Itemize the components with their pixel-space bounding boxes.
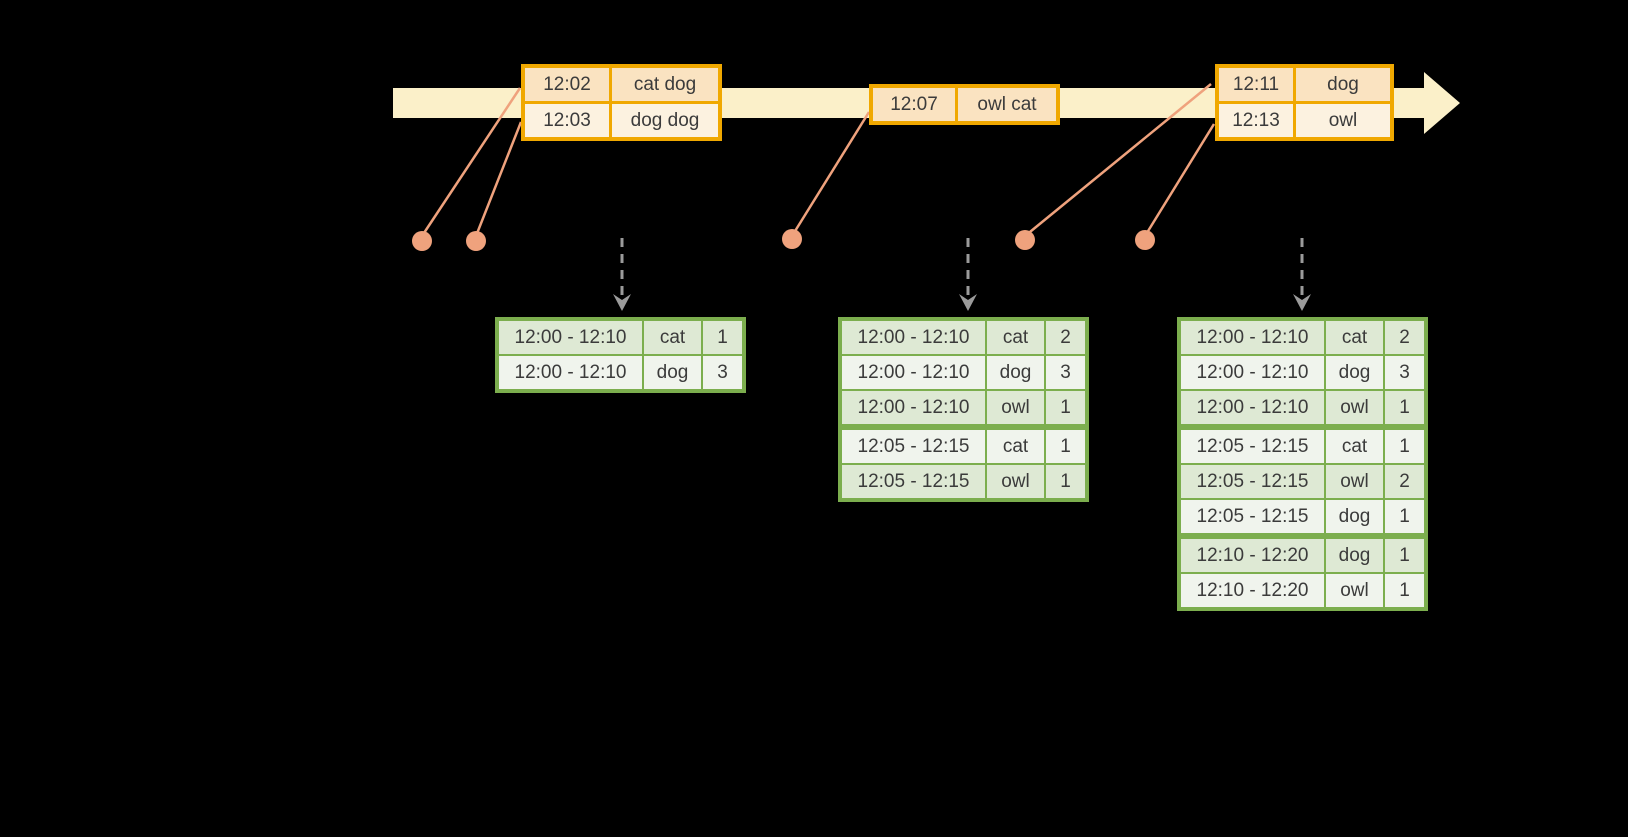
event-words-cell: owl cat bbox=[958, 88, 1056, 121]
event-dot-icon bbox=[1015, 230, 1035, 250]
result-count-cell: 1 bbox=[1385, 539, 1424, 572]
event-time-cell: 12:03 bbox=[525, 104, 609, 137]
result-count-cell: 2 bbox=[1385, 321, 1424, 354]
result-word-cell: owl bbox=[987, 391, 1044, 424]
event-dot-icon bbox=[782, 229, 802, 249]
connector-line bbox=[420, 87, 522, 237]
event-words-cell: cat dog bbox=[612, 68, 718, 101]
result-window-cell: 12:05 - 12:15 bbox=[1181, 430, 1324, 463]
result-count-cell: 2 bbox=[1046, 321, 1085, 354]
result-count-cell: 1 bbox=[1385, 391, 1424, 424]
result-word-cell: owl bbox=[1326, 391, 1383, 424]
result-count-cell: 1 bbox=[1385, 430, 1424, 463]
event-words-cell: dog dog bbox=[612, 104, 718, 137]
result-word-cell: owl bbox=[1326, 465, 1383, 498]
result-window-cell: 12:00 - 12:10 bbox=[1181, 391, 1324, 424]
event-dot-icon bbox=[412, 231, 432, 251]
result-word-cell: cat bbox=[987, 321, 1044, 354]
result-word-cell: owl bbox=[1326, 574, 1383, 607]
trigger-arrow-icon bbox=[959, 238, 977, 311]
result-count-cell: 3 bbox=[1046, 356, 1085, 389]
timeline-arrowhead-icon bbox=[1424, 72, 1460, 134]
event-words-cell: dog bbox=[1296, 68, 1390, 101]
result-window-cell: 12:05 - 12:15 bbox=[842, 465, 985, 498]
result-count-cell: 3 bbox=[1385, 356, 1424, 389]
result-word-cell: dog bbox=[987, 356, 1044, 389]
result-window-cell: 12:05 - 12:15 bbox=[842, 430, 985, 463]
result-count-cell: 1 bbox=[1385, 574, 1424, 607]
connector-line bbox=[474, 121, 523, 237]
event-time-cell: 12:07 bbox=[873, 88, 955, 121]
result-count-cell: 1 bbox=[1046, 465, 1085, 498]
connector-line bbox=[1143, 123, 1216, 237]
result-word-cell: cat bbox=[987, 430, 1044, 463]
result-word-cell: dog bbox=[644, 356, 701, 389]
result-window-cell: 12:05 - 12:15 bbox=[1181, 465, 1324, 498]
result-count-cell: 1 bbox=[703, 321, 742, 354]
result-count-cell: 1 bbox=[1046, 391, 1085, 424]
trigger-arrow-icon bbox=[1293, 238, 1311, 311]
result-word-cell: cat bbox=[1326, 321, 1383, 354]
result-word-cell: dog bbox=[1326, 539, 1383, 572]
event-dot-icon bbox=[1135, 230, 1155, 250]
result-window-cell: 12:00 - 12:10 bbox=[1181, 356, 1324, 389]
result-window-cell: 12:00 - 12:10 bbox=[842, 321, 985, 354]
result-window-cell: 12:00 - 12:10 bbox=[842, 356, 985, 389]
result-window-cell: 12:00 - 12:10 bbox=[1181, 321, 1324, 354]
event-words-cell: owl bbox=[1296, 104, 1390, 137]
result-window-cell: 12:10 - 12:20 bbox=[1181, 539, 1324, 572]
result-window-cell: 12:00 - 12:10 bbox=[499, 321, 642, 354]
event-dot-icon bbox=[466, 231, 486, 251]
result-window-cell: 12:00 - 12:10 bbox=[499, 356, 642, 389]
result-word-cell: cat bbox=[1326, 430, 1383, 463]
result-count-cell: 1 bbox=[1046, 430, 1085, 463]
event-time-cell: 12:11 bbox=[1219, 68, 1293, 101]
result-window-cell: 12:05 - 12:15 bbox=[1181, 500, 1324, 533]
event-time-cell: 12:13 bbox=[1219, 104, 1293, 137]
result-window-cell: 12:10 - 12:20 bbox=[1181, 574, 1324, 607]
connector-line bbox=[1024, 83, 1212, 237]
trigger-arrow-icon bbox=[613, 238, 631, 311]
result-count-cell: 1 bbox=[1385, 500, 1424, 533]
result-word-cell: cat bbox=[644, 321, 701, 354]
result-word-cell: dog bbox=[1326, 356, 1383, 389]
result-count-cell: 3 bbox=[703, 356, 742, 389]
result-word-cell: dog bbox=[1326, 500, 1383, 533]
connector-line bbox=[790, 111, 871, 237]
result-window-cell: 12:00 - 12:10 bbox=[842, 391, 985, 424]
event-time-cell: 12:02 bbox=[525, 68, 609, 101]
result-count-cell: 2 bbox=[1385, 465, 1424, 498]
result-word-cell: owl bbox=[987, 465, 1044, 498]
